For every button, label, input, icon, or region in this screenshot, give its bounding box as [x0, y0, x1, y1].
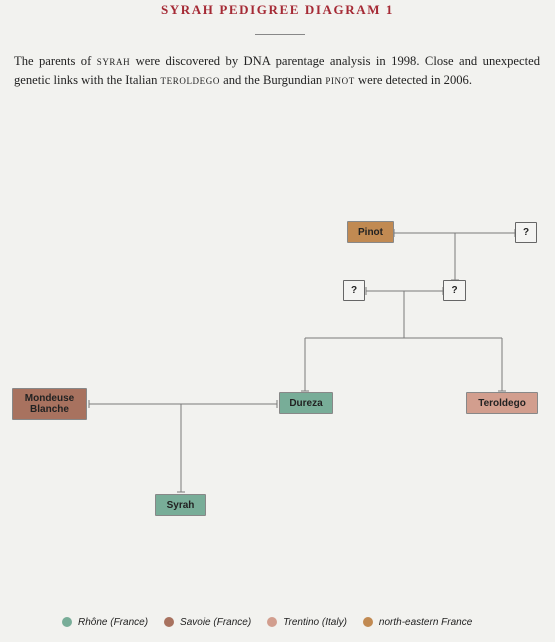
- node-syrah: Syrah: [155, 494, 206, 516]
- legend-label-rhone: Rhône (France): [78, 616, 149, 628]
- intro-text-4: were detected in 2006.: [354, 73, 473, 87]
- legend-item-ne-france: north-eastern France: [362, 616, 473, 628]
- intro-pinot: pinot: [325, 73, 355, 87]
- node-unknown-c: ?: [443, 280, 466, 301]
- intro-paragraph: The parents of syrah were discovered by …: [14, 52, 540, 90]
- node-mondeuse-blanche: Mondeuse Blanche: [12, 388, 87, 420]
- legend-dot-trentino: [267, 617, 278, 627]
- legend-dot-ne-france: [362, 617, 373, 627]
- legend-item-savoie: Savoie (France): [164, 617, 251, 628]
- legend-label-savoie: Savoie (France): [180, 616, 252, 628]
- node-unknown-a: ?: [515, 222, 537, 243]
- intro-syrah: syrah: [96, 54, 131, 68]
- node-pinot: Pinot: [347, 221, 394, 243]
- node-unknown-b: ?: [343, 280, 365, 301]
- intro-text-3: and the Burgundian: [219, 73, 326, 87]
- intro-teroldego: teroldego: [160, 73, 220, 87]
- legend-item-trentino: Trentino (Italy): [267, 617, 347, 628]
- title-divider: [255, 34, 305, 35]
- legend-dot-rhone: [62, 617, 72, 627]
- node-dureza: Dureza: [279, 392, 333, 414]
- intro-text-2: were discovered by DNA parentage analysi…: [14, 54, 540, 87]
- legend-item-rhone: Rhône (France): [62, 617, 148, 628]
- intro-text-1: The parents of: [14, 54, 97, 68]
- legend-label-trentino: Trentino (Italy): [283, 616, 347, 628]
- legend-label-ne-france: north-eastern France: [378, 616, 473, 628]
- legend-dot-savoie: [164, 617, 175, 627]
- legend: Rhône (France) Savoie (France) Trentino …: [62, 614, 488, 630]
- node-teroldego: Teroldego: [466, 392, 538, 414]
- page-title: SYRAH PEDIGREE DIAGRAM 1: [160, 2, 395, 17]
